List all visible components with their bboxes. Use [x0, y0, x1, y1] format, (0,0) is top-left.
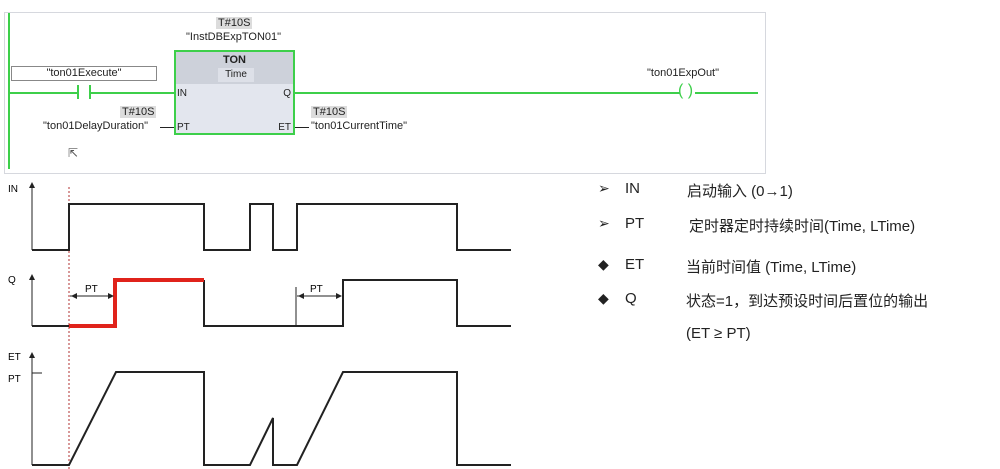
mouse-cursor-icon: ⇱: [68, 146, 79, 160]
pin-pt: PT: [177, 122, 190, 133]
rung-wire-q: [295, 92, 680, 94]
ton-block-title: TON: [222, 54, 247, 66]
et-wire: [295, 127, 309, 128]
contact-left-bar: [77, 85, 79, 99]
diamond-bullet-icon: ◆: [598, 290, 609, 306]
et-operand[interactable]: "ton01CurrentTime": [311, 120, 408, 132]
coil-tag[interactable]: "ton01ExpOut": [647, 67, 720, 79]
et-axis-label: ET: [8, 352, 21, 363]
contact-tag[interactable]: "ton01Execute": [11, 66, 157, 81]
param-name-q: Q: [625, 290, 637, 307]
et-value-tag: T#10S: [311, 106, 348, 118]
param-desc-q: 状态=1，到达预设时间后置位的输出: [686, 293, 929, 310]
param-name-in: IN: [625, 180, 640, 197]
arrow-bullet-icon: ➢: [598, 215, 610, 231]
contact-right-bar: [89, 85, 91, 99]
pin-in: IN: [177, 88, 187, 99]
power-rail: [8, 13, 10, 169]
param-name-pt: PT: [625, 215, 645, 232]
q-highlight-pulse: [69, 278, 204, 328]
timing-diagram: IN Q ET PT PT PT: [8, 182, 511, 469]
pt-annotation-1: PT: [85, 284, 98, 295]
diamond-bullet-icon: ◆: [598, 256, 609, 272]
instance-time-tag: T#10S: [216, 17, 253, 29]
rung-wire-to-block: [91, 92, 174, 94]
ton-block[interactable]: TON Time IN Q PT ET: [174, 50, 295, 135]
output-coil[interactable]: ( ): [678, 82, 694, 99]
q-axis-label: Q: [8, 275, 16, 286]
et-waveform: [32, 371, 511, 466]
param-desc-q-continuation: (ET ≥ PT): [686, 325, 751, 342]
in-axis-label: IN: [8, 184, 18, 195]
ton-block-type[interactable]: Time: [218, 68, 254, 82]
rung-wire-end: [695, 92, 758, 94]
rung-wire-left: [10, 92, 77, 94]
pin-q: Q: [283, 88, 291, 99]
pt-value-tag: T#10S: [120, 106, 157, 118]
pin-et: ET: [278, 122, 291, 133]
param-desc-pt: 定时器定时持续时间(Time, LTime): [689, 218, 916, 235]
in-waveform: [32, 203, 511, 251]
param-desc-in: 启动输入 (0→1): [687, 183, 793, 200]
q-waveform: [203, 279, 511, 327]
pt-annotation-2: PT: [310, 284, 323, 295]
param-name-et: ET: [625, 256, 645, 273]
param-desc-et: 当前时间值 (Time, LTime): [686, 259, 857, 276]
et-pt-label: PT: [8, 374, 21, 385]
pt-operand[interactable]: "ton01DelayDuration": [43, 120, 149, 132]
pt-wire: [160, 127, 174, 128]
arrow-bullet-icon: ➢: [598, 180, 610, 196]
instance-db-label[interactable]: "InstDBExpTON01": [186, 31, 282, 43]
